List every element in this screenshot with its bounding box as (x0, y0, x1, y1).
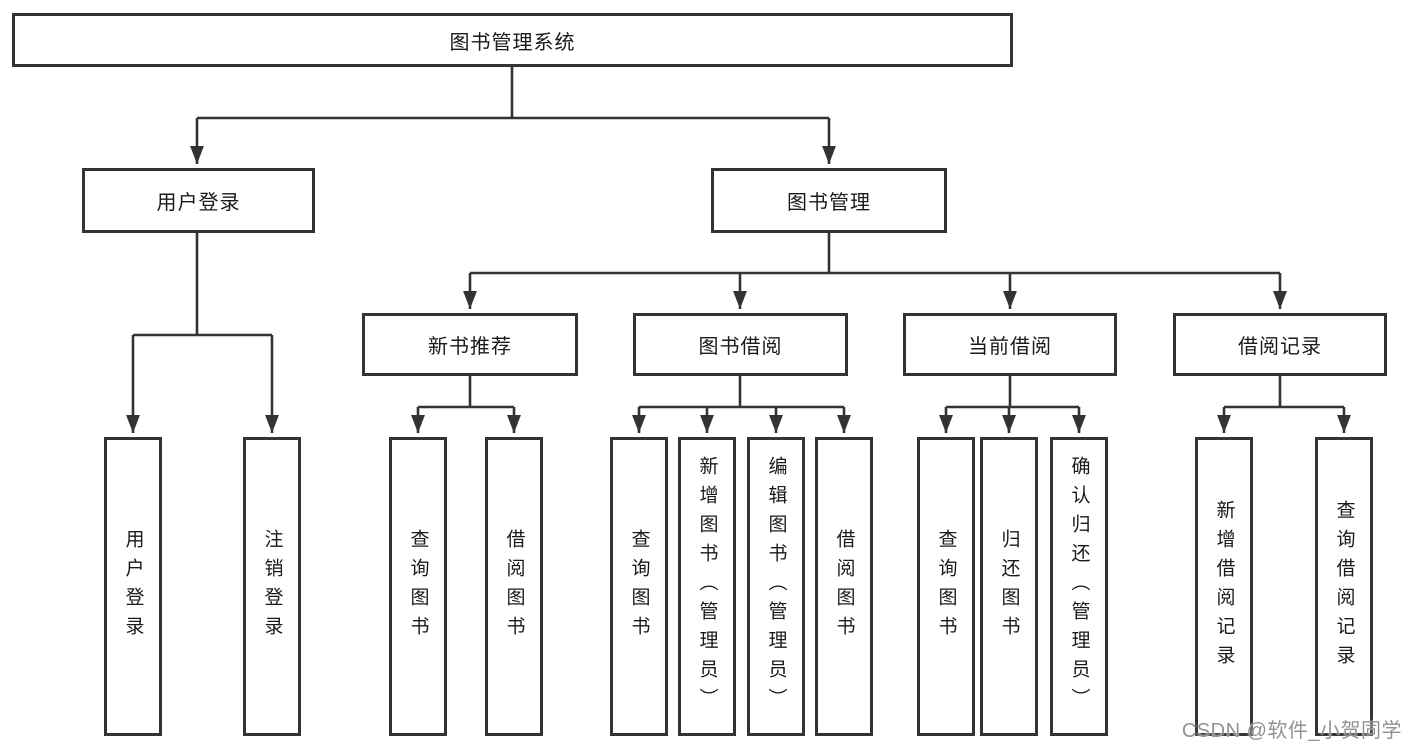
node-label: 图书管理 (787, 192, 871, 214)
leaf-label: 借阅图书 (833, 528, 855, 645)
node-label: 新书推荐 (428, 336, 512, 358)
node-library-management-system: 图书管理系统 (12, 13, 1013, 67)
leaf-confirm-return-admin: 确认归还（管理员） (1050, 437, 1108, 736)
leaf-label: 编辑图书（管理员） (765, 456, 787, 717)
leaf-label: 借阅图书 (503, 528, 525, 645)
node-book-borrowing: 图书借阅 (633, 313, 848, 376)
leaf-label: 新增借阅记录 (1213, 499, 1235, 674)
leaf-label: 确认归还（管理员） (1068, 456, 1090, 717)
leaf-label: 查询图书 (407, 528, 429, 645)
node-user-login: 用户登录 (82, 168, 315, 233)
leaf-label: 查询图书 (628, 528, 650, 645)
leaf-label: 查询借阅记录 (1333, 499, 1355, 674)
leaf-query-borrow-record: 查询借阅记录 (1315, 437, 1373, 736)
leaf-label: 归还图书 (998, 528, 1020, 645)
leaf-query-books-recommendation: 查询图书 (389, 437, 447, 736)
leaf-return-books: 归还图书 (980, 437, 1038, 736)
node-borrowing-records: 借阅记录 (1173, 313, 1387, 376)
leaf-borrow-books-borrowing: 借阅图书 (815, 437, 873, 736)
leaf-borrow-books-recommendation: 借阅图书 (485, 437, 543, 736)
node-label: 图书借阅 (698, 336, 783, 358)
node-label: 借阅记录 (1238, 336, 1322, 358)
watermark: CSDN @软件_小贺同学 (1181, 720, 1402, 742)
node-label: 当前借阅 (968, 336, 1052, 358)
leaf-query-books-borrowing: 查询图书 (610, 437, 668, 736)
node-new-book-recommendation: 新书推荐 (362, 313, 578, 376)
leaf-query-books-current: 查询图书 (917, 437, 975, 736)
node-label: 图书管理系统 (449, 31, 576, 54)
leaf-label: 用户登录 (122, 528, 144, 645)
node-label: 用户登录 (156, 192, 241, 214)
leaf-label: 新增图书（管理员） (696, 456, 718, 717)
node-book-management: 图书管理 (711, 168, 947, 233)
leaf-label: 查询图书 (935, 528, 957, 645)
leaf-add-book-admin: 新增图书（管理员） (678, 437, 736, 736)
leaf-add-borrow-record: 新增借阅记录 (1195, 437, 1253, 736)
leaf-user-login: 用户登录 (104, 437, 162, 736)
leaf-label: 注销登录 (261, 528, 283, 645)
leaf-logout-login: 注销登录 (243, 437, 301, 736)
node-current-borrowing: 当前借阅 (903, 313, 1117, 376)
leaf-edit-book-admin: 编辑图书（管理员） (747, 437, 805, 736)
